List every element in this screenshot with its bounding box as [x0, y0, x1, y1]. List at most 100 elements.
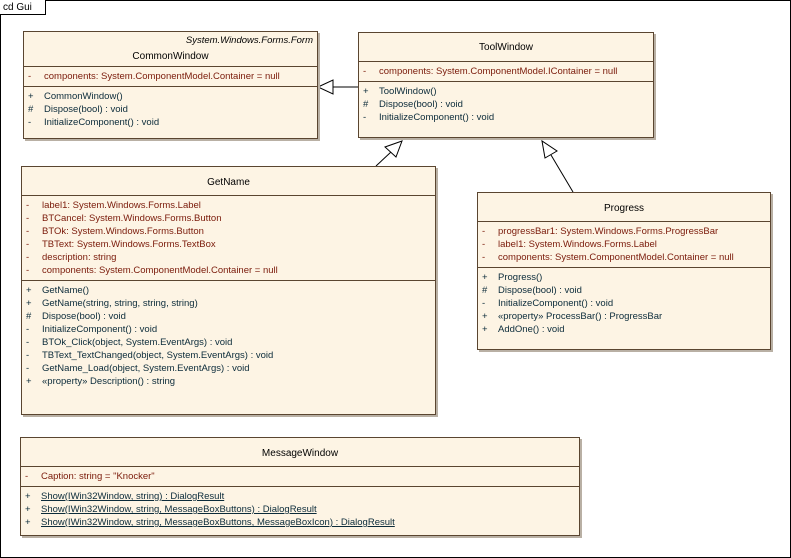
class-header: GetName: [22, 167, 435, 196]
operation-text: BTOk_Click(object, System.EventArgs) : v…: [42, 337, 233, 348]
visibility-marker: -: [482, 239, 486, 250]
visibility-marker: -: [482, 226, 486, 237]
operation-row[interactable]: - InitializeComponent() : void: [359, 111, 653, 124]
attribute-row[interactable]: - TBText: System.Windows.Forms.TextBox: [22, 238, 435, 251]
operation-row[interactable]: +Show(IWin32Window, string, MessageBoxBu…: [21, 516, 579, 529]
operation-row[interactable]: +«property» Description() : string: [22, 375, 435, 388]
operation-text: Dispose(bool) : void: [42, 311, 126, 322]
visibility-marker: -: [28, 71, 32, 82]
operation-text: InitializeComponent() : void: [498, 298, 614, 309]
class-header: MessageWindow: [21, 438, 579, 467]
operation-text: ToolWindow(): [379, 86, 437, 97]
class-progress[interactable]: Progress - progressBar1: System.Windows.F…: [477, 192, 771, 350]
attribute-row[interactable]: - progressBar1: System.Windows.Forms.Prog…: [478, 225, 770, 238]
operation-text: InitializeComponent() : void: [379, 112, 495, 123]
class-messagewindow[interactable]: MessageWindow - Caption: string = "Knocke…: [20, 437, 580, 536]
attribute-text: progressBar1: System.Windows.Forms.Progr…: [498, 226, 719, 237]
visibility-marker: #: [28, 104, 34, 115]
operation-row[interactable]: +GetName(string, string, string, string): [22, 297, 435, 310]
visibility-marker: +: [482, 272, 488, 283]
generalization-arrowhead: [316, 79, 334, 95]
operation-text: GetName(): [42, 285, 89, 296]
operation-row[interactable]: +CommonWindow(): [24, 90, 317, 103]
attribute-text: BTCancel: System.Windows.Forms.Button: [42, 213, 222, 224]
operation-row[interactable]: #Dispose(bool) : void: [24, 103, 317, 116]
operation-text: InitializeComponent() : void: [44, 117, 160, 128]
attributes-section: - label1: System.Windows.Forms.Label - BTCa…: [22, 196, 435, 281]
visibility-marker: -: [482, 298, 486, 309]
operation-text: Show(IWin32Window, string) : DialogResul…: [41, 491, 225, 502]
attribute-row[interactable]: -components: System.ComponentModel.Conta…: [24, 70, 317, 83]
operation-row[interactable]: #Dispose(bool) : void: [478, 284, 770, 297]
operation-row[interactable]: - BTOk_Click(object, System.EventArgs) : …: [22, 336, 435, 349]
operation-row[interactable]: +Show(IWin32Window, string, MessageBoxBu…: [21, 503, 579, 516]
class-name: MessageWindow: [261, 448, 339, 459]
operation-row[interactable]: +AddOne() : void: [478, 323, 770, 336]
attributes-section: -components: System.ComponentModel.ICont…: [359, 62, 653, 82]
operations-section: + GetName()+GetName(string, string, strin…: [22, 281, 435, 391]
visibility-marker: -: [25, 471, 29, 482]
operation-row[interactable]: - InitializeComponent() : void: [478, 297, 770, 310]
generalization-arrowhead: [384, 140, 403, 158]
visibility-marker: +: [482, 324, 488, 335]
visibility-marker: -: [482, 252, 486, 263]
attribute-row[interactable]: -BTOk: System.Windows.Forms.Button: [22, 225, 435, 238]
visibility-marker: -: [26, 363, 30, 374]
attribute-row[interactable]: - description: string: [22, 251, 435, 264]
visibility-marker: #: [26, 311, 32, 322]
attribute-row[interactable]: - Caption: string = "Knocker": [21, 470, 579, 483]
attributes-section: - progressBar1: System.Windows.Forms.Prog…: [478, 222, 770, 268]
operation-row[interactable]: - GetName_Load(object, System.EventArgs) …: [22, 362, 435, 375]
operation-row[interactable]: +«property» ProcessBar() : ProgressBar: [478, 310, 770, 323]
class-header: Progress: [478, 193, 770, 222]
operation-row[interactable]: #Dispose(bool) : void: [359, 98, 653, 111]
operation-text: InitializeComponent() : void: [42, 324, 158, 335]
class-name: Progress: [603, 203, 644, 214]
visibility-marker: #: [482, 285, 488, 296]
attribute-text: description: string: [42, 252, 117, 263]
attribute-text: label1: System.Windows.Forms.Label: [42, 200, 201, 211]
visibility-marker: +: [26, 376, 32, 387]
operation-text: GetName_Load(object, System.EventArgs) :…: [42, 363, 250, 374]
operation-text: «property» ProcessBar() : ProgressBar: [498, 311, 663, 322]
visibility-marker: -: [26, 200, 30, 211]
attribute-row[interactable]: -label1: System.Windows.Forms.Label: [478, 238, 770, 251]
attribute-row[interactable]: -components: System.ComponentModel.ICont…: [359, 65, 653, 78]
operation-row[interactable]: + Progress(): [478, 271, 770, 284]
attribute-text: TBText: System.Windows.Forms.TextBox: [42, 239, 216, 250]
visibility-marker: +: [28, 91, 34, 102]
attribute-text: components: System.ComponentModel.IConta…: [379, 66, 618, 77]
attribute-row[interactable]: -components: System.ComponentModel.Conta…: [22, 264, 435, 277]
operation-row[interactable]: + GetName(): [22, 284, 435, 297]
visibility-marker: -: [26, 324, 30, 335]
attribute-row[interactable]: - BTCancel: System.Windows.Forms.Button: [22, 212, 435, 225]
operation-row[interactable]: -InitializeComponent() : void: [24, 116, 317, 129]
operation-text: Progress(): [498, 272, 543, 283]
attribute-text: Caption: string = "Knocker": [41, 471, 155, 482]
class-toolwindow[interactable]: ToolWindow -components: System.Component…: [358, 32, 654, 138]
attribute-row[interactable]: - label1: System.Windows.Forms.Label: [22, 199, 435, 212]
class-header: System.Windows.Forms.Form CommonWindow: [24, 32, 317, 67]
operations-section: +CommonWindow()#Dispose(bool) : void-Ini…: [24, 87, 317, 132]
operation-row[interactable]: +ToolWindow(): [359, 85, 653, 98]
class-getname[interactable]: GetName - label1: System.Windows.Forms.La…: [21, 166, 436, 415]
operation-row[interactable]: # Dispose(bool) : void: [22, 310, 435, 323]
attribute-row[interactable]: -components: System.ComponentModel.Conta…: [478, 251, 770, 264]
visibility-marker: -: [26, 213, 30, 224]
visibility-marker: +: [26, 285, 32, 296]
visibility-marker: -: [363, 112, 367, 123]
visibility-marker: -: [26, 265, 30, 276]
visibility-marker: -: [26, 239, 30, 250]
visibility-marker: -: [26, 252, 30, 263]
visibility-marker: -: [26, 337, 30, 348]
operation-row[interactable]: +Show(IWin32Window, string) : DialogResu…: [21, 490, 579, 503]
class-header: ToolWindow: [359, 33, 653, 62]
attribute-text: BTOk: System.Windows.Forms.Button: [42, 226, 204, 237]
operation-row[interactable]: - InitializeComponent() : void: [22, 323, 435, 336]
generalization-progress-toolwindow: [550, 154, 574, 193]
class-commonwindow[interactable]: System.Windows.Forms.Form CommonWindow -…: [23, 31, 318, 139]
operation-row[interactable]: -TBText_TextChanged(object, System.Event…: [22, 349, 435, 362]
attributes-section: -components: System.ComponentModel.Conta…: [24, 67, 317, 87]
class-name: GetName: [207, 177, 250, 188]
